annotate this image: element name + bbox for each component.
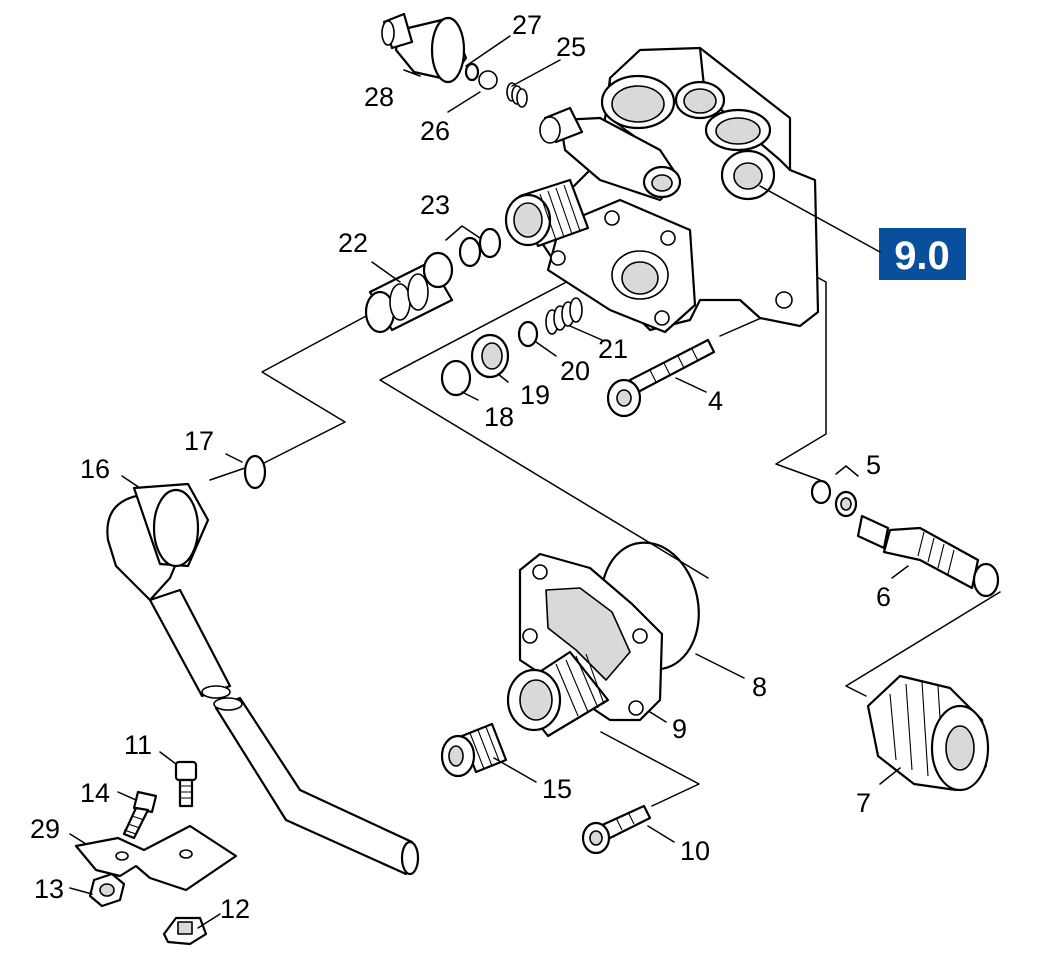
part-21-spring	[545, 297, 583, 335]
callout-11: 11	[124, 730, 152, 760]
part-22-valve-insert	[364, 251, 454, 334]
callout-26: 26	[420, 116, 450, 146]
callout-17: 17	[184, 426, 214, 456]
callout-labels: 28 27 25 26 23 22 21 20 19 18 4 5 6 17 1…	[30, 10, 891, 924]
part-4-screw	[606, 338, 716, 418]
callout-23: 23	[420, 190, 450, 220]
callout-16: 16	[80, 454, 110, 484]
part-11-bolt	[174, 760, 198, 808]
callout-6: 6	[876, 582, 891, 612]
callout-8: 8	[752, 672, 767, 702]
part-27-o-ring	[464, 62, 480, 82]
part-12-clip-nut	[162, 916, 208, 946]
part-15-filter	[440, 722, 508, 778]
callout-4: 4	[708, 386, 723, 416]
part-20-washer	[517, 320, 539, 348]
callout-27: 27	[512, 10, 542, 40]
part-10-screw	[581, 804, 652, 855]
part-25-spring	[506, 82, 528, 108]
part-28-fitting	[381, 12, 468, 84]
callout-15: 15	[542, 774, 572, 804]
part-14-bolt	[122, 790, 158, 840]
part-18-o-ring	[440, 359, 472, 397]
callout-28: 28	[364, 82, 394, 112]
part-13-nut	[88, 872, 126, 908]
callout-14: 14	[80, 778, 110, 808]
part-16-elbow-hose	[106, 482, 420, 876]
callout-13: 13	[34, 874, 64, 904]
callout-21: 21	[598, 334, 628, 364]
part-26-ball	[478, 70, 498, 90]
pump-head: 9.0	[504, 46, 966, 334]
part-29-bracket	[74, 824, 238, 892]
callout-10: 10	[680, 836, 710, 866]
badge-9-0-label: 9.0	[894, 234, 950, 278]
part-19-sleeve	[470, 333, 510, 379]
callout-5: 5	[866, 450, 881, 480]
callout-12: 12	[220, 894, 250, 924]
callout-20: 20	[560, 356, 590, 386]
part-9-flange	[506, 552, 664, 738]
callout-7: 7	[856, 788, 871, 818]
part-6-valve	[856, 514, 1000, 598]
part-17-o-ring	[243, 454, 267, 490]
callout-18: 18	[484, 402, 514, 432]
callout-29: 29	[30, 814, 60, 844]
callout-25: 25	[556, 32, 586, 62]
callout-19: 19	[520, 380, 550, 410]
callout-9: 9	[672, 714, 687, 744]
part-5-seal-rings	[810, 479, 858, 518]
part-7-cap	[866, 674, 990, 792]
callout-22: 22	[338, 228, 368, 258]
leader-lines	[69, 35, 909, 929]
part-23-o-rings	[458, 227, 502, 268]
badge-9-0[interactable]	[879, 228, 966, 280]
